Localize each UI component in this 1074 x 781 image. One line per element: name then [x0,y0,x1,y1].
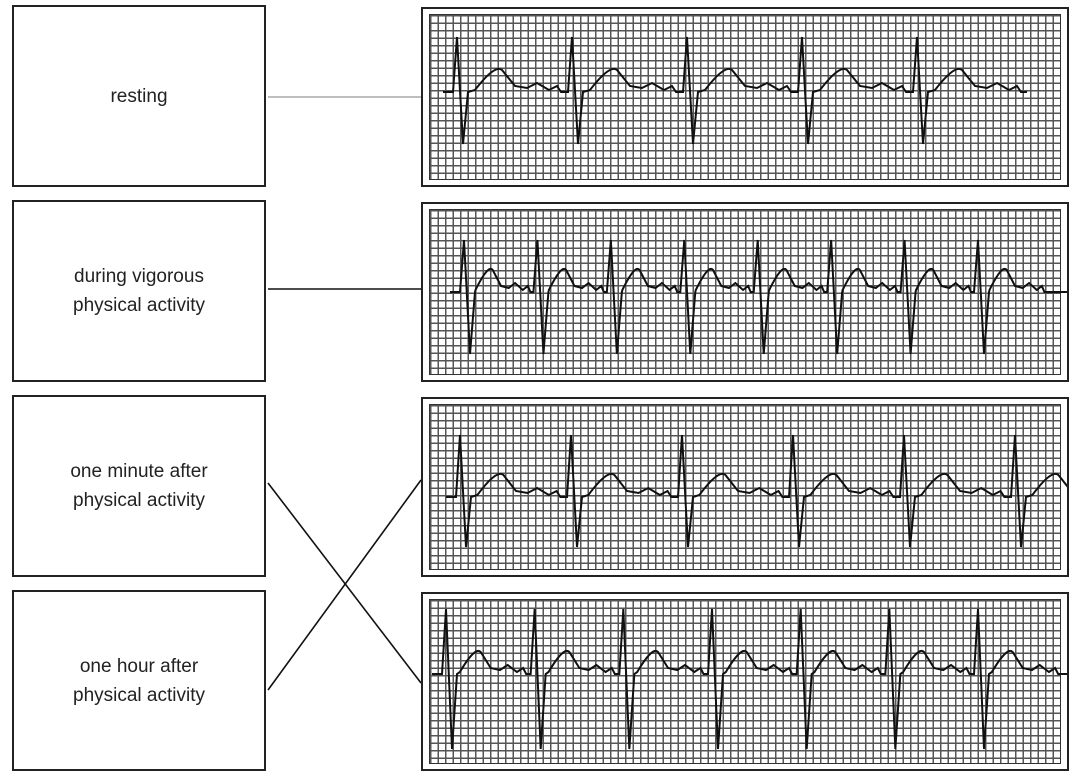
label-text: one minute after [70,461,208,482]
ecg-strip-c [421,397,1069,577]
ecg-waveform [443,36,1027,145]
ecg-waveform [446,434,1067,548]
ecg-grid [429,404,1061,570]
ecg-waveform [432,608,1067,750]
ecg-strip-b [421,202,1069,382]
label-text: physical activity [73,684,205,706]
ecg-grid [429,14,1061,180]
connector-line [267,479,422,691]
ecg-grid [429,599,1061,764]
connector-line [267,482,422,684]
label-text: resting [110,85,168,107]
label-text: physical activity [73,295,205,316]
label-one-minute-after: one minute after physical activity [12,395,266,577]
ecg-waveform [450,239,1067,355]
label-text: physical activity [73,490,205,511]
ecg-trace [432,608,1067,750]
ecg-strip-a [421,7,1069,187]
label-resting: resting [12,5,266,187]
ecg-trace [446,434,1067,548]
ecg-strip-d [421,592,1069,771]
ecg-grid [429,209,1061,375]
label-vigorous-activity: during vigorous physical activity [12,200,266,382]
label-text: one hour after [79,655,199,677]
label-text: during vigorous [74,266,204,287]
label-one-hour-after: one hour after physical activity [12,590,266,771]
ecg-trace [450,239,1067,355]
ecg-trace [443,36,1027,145]
